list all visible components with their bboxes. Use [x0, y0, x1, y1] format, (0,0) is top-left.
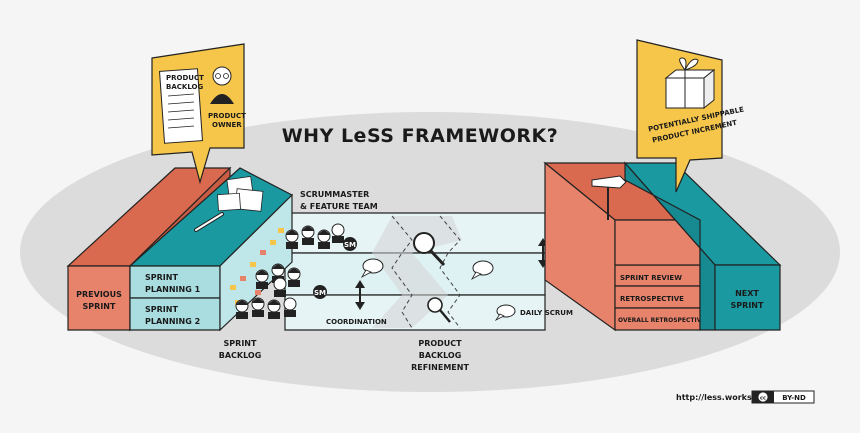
team-heads-row-1	[285, 223, 345, 249]
sprint-planning-block: SPRINT PLANNING 1 SPRINT PLANNING 2	[128, 167, 294, 332]
sprint-backlog-label-1: SPRINT	[224, 339, 257, 348]
sprint-planning-1-label-2: PLANNING 1	[145, 285, 201, 294]
overall-retrospective-label: OVERALL RETROSPECTIVE	[618, 317, 706, 324]
sm-badge-1: SM	[344, 241, 356, 249]
daily-scrum-label: DAILY SCRUM	[520, 309, 573, 317]
sprint-planning-2-label-2: PLANNING 2	[145, 317, 200, 326]
cc-icon	[757, 391, 769, 403]
speech-bubble-daily-scrum	[494, 304, 516, 322]
coordination-label: COORDINATION	[326, 318, 387, 326]
team-label-1: SCRUMMASTER	[300, 190, 369, 199]
feature-team-top: SCRUMMASTER & FEATURE TEAM SM	[285, 190, 378, 251]
planning-notes	[194, 175, 264, 232]
product-backlog-label-1: PRODUCT	[166, 74, 204, 82]
magnifier-small-icon	[427, 297, 451, 323]
previous-sprint-label-2: SPRINT	[83, 302, 116, 311]
speech-bubble-1	[360, 258, 384, 279]
feature-team-middle: SM	[255, 263, 327, 299]
feature-team-bottom	[235, 297, 297, 319]
cc-text: cc	[760, 396, 766, 402]
footer-url: http://less.works	[676, 393, 752, 402]
sprint-review-label: SPRINT REVIEW	[620, 274, 682, 282]
pbr-label-2: BACKLOG	[419, 351, 462, 360]
team-label-2: & FEATURE TEAM	[300, 202, 378, 211]
coordination-arrow	[355, 280, 365, 310]
pbr-label-1: PRODUCT	[418, 339, 462, 348]
product-owner-callout: PRODUCT BACKLOG PRODUCT OWNER	[151, 43, 246, 185]
page-title: WHY LeSS FRAMEWORK?	[282, 125, 559, 147]
next-sprint-label-1: NEXT	[735, 289, 759, 298]
scrum-master-badge-2	[313, 285, 327, 299]
pbr-label-3: REFINEMENT	[411, 363, 469, 372]
sprint-backlog-label-2: BACKLOG	[219, 351, 262, 360]
license-text: BY-ND	[782, 394, 806, 402]
product-owner-label-2: OWNER	[212, 121, 242, 129]
speech-bubble-2	[470, 260, 494, 281]
next-sprint-label-2: SPRINT	[731, 301, 764, 310]
previous-sprint-label-1: PREVIOUS	[76, 290, 122, 299]
product-backlog-label-2: BACKLOG	[166, 83, 203, 91]
product-owner-label-1: PRODUCT	[208, 112, 246, 120]
footer: http://less.works cc BY-ND	[676, 390, 815, 404]
sprint-planning-2-label-1: SPRINT	[145, 305, 178, 314]
next-sprint-block: NEXT SPRINT	[623, 161, 782, 331]
magnifier-icon	[413, 232, 446, 267]
gift-box-icon	[664, 57, 716, 110]
retrospective-label: RETROSPECTIVE	[620, 295, 684, 303]
scrum-master-badge-1	[343, 237, 357, 251]
sm-badge-2: SM	[314, 289, 326, 297]
sprint-planning-1-label-1: SPRINT	[145, 273, 178, 282]
